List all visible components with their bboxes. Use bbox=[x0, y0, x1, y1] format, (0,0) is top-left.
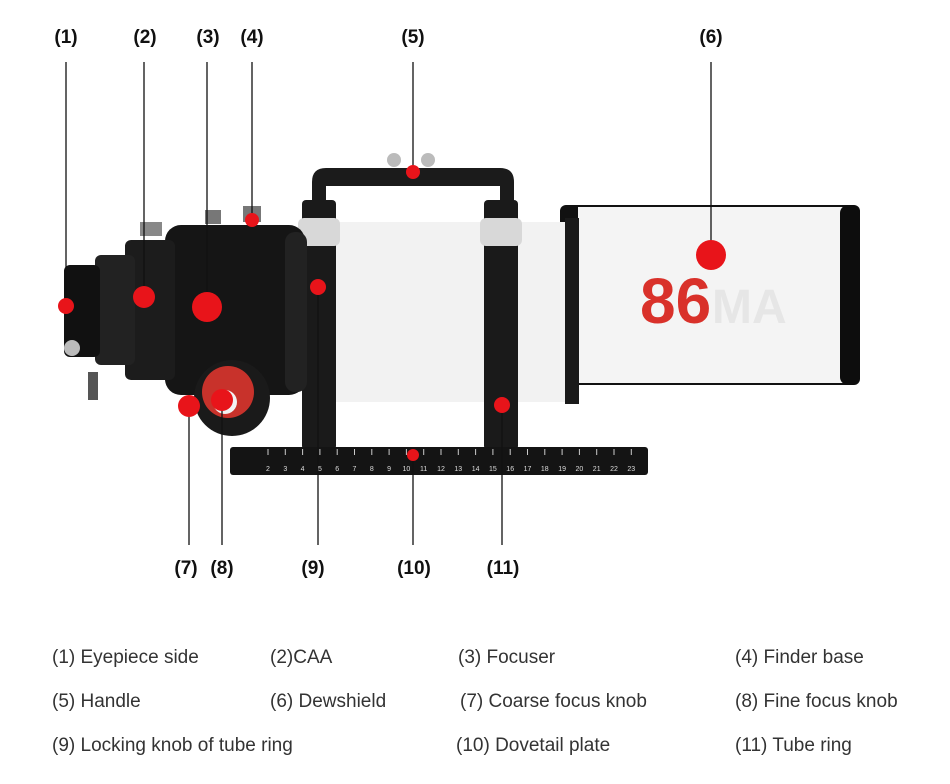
callout-8: (8) bbox=[210, 558, 233, 579]
marker-5 bbox=[406, 165, 420, 179]
legend-item-1: (1) Eyepiece side bbox=[52, 647, 199, 668]
ruler-label: 16 bbox=[506, 466, 514, 473]
callout-10: (10) bbox=[397, 558, 431, 579]
callout-5: (5) bbox=[401, 27, 424, 48]
ruler-label: 6 bbox=[335, 466, 339, 473]
callout-7: (7) bbox=[174, 558, 197, 579]
marker-4 bbox=[245, 213, 259, 227]
dewshield bbox=[560, 205, 860, 385]
marker-2 bbox=[133, 286, 155, 308]
ruler-label: 5 bbox=[318, 466, 322, 473]
main-tube bbox=[330, 222, 570, 402]
ruler-label: 23 bbox=[627, 466, 635, 473]
leader-lines bbox=[65, 62, 712, 545]
marker-11 bbox=[494, 397, 510, 413]
legend-item-9: (9) Locking knob of tube ring bbox=[52, 735, 293, 756]
legend-item-2: (2)CAA bbox=[270, 647, 333, 668]
marker-1 bbox=[58, 298, 74, 314]
ruler-label: 9 bbox=[387, 466, 391, 473]
ruler-label: 20 bbox=[576, 466, 584, 473]
ruler-label: 12 bbox=[437, 466, 445, 473]
legend-item-8: (8) Fine focus knob bbox=[735, 691, 898, 712]
logo-number: 86 bbox=[640, 265, 711, 337]
callout-3: (3) bbox=[196, 27, 219, 48]
legend-item-6: (6) Dewshield bbox=[270, 691, 387, 712]
ruler-label: 7 bbox=[353, 466, 357, 473]
callout-4: (4) bbox=[240, 27, 263, 48]
tube-rings bbox=[298, 200, 522, 450]
marker-7 bbox=[178, 395, 200, 417]
marker-10 bbox=[407, 449, 419, 461]
callout-2: (2) bbox=[133, 27, 156, 48]
legend-item-10: (10) Dovetail plate bbox=[456, 735, 611, 756]
legend-item-5: (5) Handle bbox=[52, 691, 141, 712]
legend-item-3: (3) Focuser bbox=[458, 647, 556, 668]
ruler-label: 19 bbox=[558, 466, 566, 473]
ruler-label: 18 bbox=[541, 466, 549, 473]
ruler-label: 3 bbox=[283, 466, 287, 473]
marker-9 bbox=[310, 279, 326, 295]
ruler-label: 21 bbox=[593, 466, 601, 473]
callout-1: (1) bbox=[54, 27, 77, 48]
handle bbox=[312, 168, 514, 205]
legend-item-4: (4) Finder base bbox=[735, 647, 864, 668]
ruler-label: 17 bbox=[524, 466, 532, 473]
ruler-label: 2 bbox=[266, 466, 270, 473]
ruler-label: 10 bbox=[403, 466, 411, 473]
callout-markers bbox=[58, 165, 726, 461]
dovetail-plate bbox=[230, 447, 648, 475]
legend-item-11: (11) Tube ring bbox=[735, 735, 852, 756]
logo-suffix: MA bbox=[712, 281, 787, 334]
legend-item-7: (7) Coarse focus knob bbox=[460, 691, 647, 712]
ruler-label: 11 bbox=[420, 466, 427, 473]
marker-6 bbox=[696, 240, 726, 270]
marker-3 bbox=[192, 292, 222, 322]
marker-8 bbox=[211, 389, 233, 411]
ruler-label: 4 bbox=[301, 466, 305, 473]
focuser bbox=[64, 206, 307, 400]
callout-11: (11) bbox=[487, 558, 520, 579]
ruler-label: 14 bbox=[472, 466, 480, 473]
ruler-label: 22 bbox=[610, 466, 618, 473]
ruler-label: 13 bbox=[454, 466, 462, 473]
callout-6: (6) bbox=[699, 27, 722, 48]
callout-9: (9) bbox=[301, 558, 324, 579]
ruler-label: 15 bbox=[489, 466, 497, 473]
ruler-label: 8 bbox=[370, 466, 374, 473]
